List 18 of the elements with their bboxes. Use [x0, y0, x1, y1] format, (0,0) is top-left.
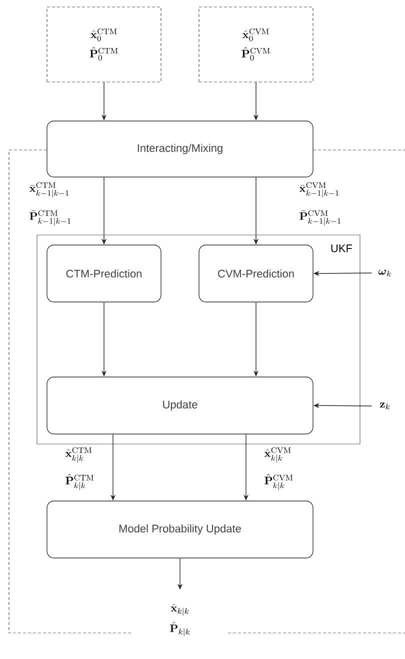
math-label: $\hat{\mathbf{x}}_{k|k}^{\mathrm{CTM}}$: [65, 447, 92, 463]
math-text: $\mathbf{z}_k$: [380, 402, 390, 410]
initial-state-box: $\hat{\mathbf{x}}_0^{\mathrm{CVM}}$ $\hat{\mathbf{P}}_0^{\mathrm{CVM}}$: [198, 6, 314, 82]
process-box: Update: [46, 376, 314, 434]
process-box: Model Probability Update: [46, 500, 314, 558]
math-label: $\bar{\mathbf{P}}_{k-1|k-1}^{\mathrm{CVM}}$: [300, 210, 340, 226]
math-label: $\hat{\mathbf{P}}_{k|k}^{\mathrm{CVM}}$: [264, 474, 293, 490]
math-text: $\hat{\mathbf{x}}_{k|k}$ $\hat{\mathbf{P}}_{k|k}$: [170, 604, 190, 636]
math-label: $\hat{\mathbf{x}}_{k|k}^{\mathrm{CVM}}$: [264, 447, 291, 463]
math-text: $\boldsymbol{\omega}_k$: [378, 270, 391, 276]
process-box: CVM-Prediction: [198, 244, 314, 302]
math-label: $\bar{\mathbf{P}}_{k-1|k-1}^{\mathrm{CTM}}$: [30, 210, 70, 226]
math-label: $\bar{\mathbf{x}}_{k-1|k-1}^{\mathrm{CVM}}$: [299, 182, 339, 198]
math-label: $\bar{\mathbf{x}}_{k-1|k-1}^{\mathrm{CTM}}$: [29, 182, 69, 198]
process-box: Interacting/Mixing: [46, 120, 314, 178]
math-label: $\hat{\mathbf{P}}_{k|k}^{\mathrm{CTM}}$: [66, 474, 94, 490]
process-box: CTM-Prediction: [46, 244, 162, 302]
initial-state-box: $\hat{\mathbf{x}}_0^{\mathrm{CTM}}$ $\hat{\mathbf{P}}_0^{\mathrm{CTM}}$: [46, 6, 162, 82]
